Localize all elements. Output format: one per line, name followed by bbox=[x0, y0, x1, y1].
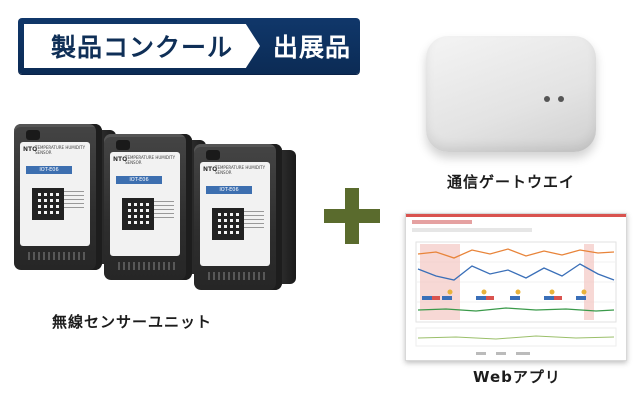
sensor-title: TEMPERATURE HUMIDITY SENSOR bbox=[125, 155, 176, 165]
qr-code-icon bbox=[212, 208, 244, 240]
sensor-label: NTO TEMPERATURE HUMIDITY SENSOR IOT-E06 bbox=[20, 142, 90, 246]
sensor-title: TEMPERATURE HUMIDITY SENSOR bbox=[35, 145, 86, 155]
webapp-screenshot bbox=[405, 213, 627, 361]
sensor-model: IOT-E06 bbox=[206, 186, 252, 194]
sensor-label: NTO TEMPERATURE HUMIDITY SENSOR IOT-E06 bbox=[110, 152, 180, 256]
sensor-model: IOT-E06 bbox=[116, 176, 162, 184]
sensor-model: IOT-E06 bbox=[26, 166, 72, 174]
sensor-unit-3: NTO TEMPERATURE HUMIDITY SENSOR IOT-E06 bbox=[194, 144, 296, 290]
banner-right-text: 出展品 bbox=[272, 33, 351, 62]
banner-left-panel: 製品コンクール bbox=[24, 24, 260, 68]
qr-code-icon bbox=[32, 188, 64, 220]
webapp-chart-graphic bbox=[412, 228, 617, 355]
sensors-caption: 無線センサーユニット bbox=[52, 313, 213, 331]
webapp-caption: Webアプリ bbox=[473, 368, 561, 386]
sensor-label: NTO TEMPERATURE HUMIDITY SENSOR IOT-E06 bbox=[200, 162, 270, 266]
gateway-caption: 通信ゲートウエイ bbox=[447, 173, 576, 191]
qr-code-icon bbox=[122, 198, 154, 230]
banner-left-text: 製品コンクール bbox=[50, 33, 233, 62]
sensor-brand-logo: NTO bbox=[113, 156, 128, 163]
banner-right-panel: 出展品 bbox=[270, 24, 354, 68]
sensor-unit-2: NTO TEMPERATURE HUMIDITY SENSOR IOT-E06 bbox=[104, 134, 206, 280]
sensor-brand-logo: NTO bbox=[23, 146, 38, 153]
banner: 製品コンクール 出展品 bbox=[18, 18, 360, 74]
plus-icon-bar bbox=[324, 209, 380, 223]
gateway-device bbox=[426, 36, 596, 152]
sensor-brand-logo: NTO bbox=[203, 166, 218, 173]
sensor-unit-1: NTO TEMPERATURE HUMIDITY SENSOR IOT-E06 bbox=[14, 124, 116, 270]
sensor-title: TEMPERATURE HUMIDITY SENSOR bbox=[215, 165, 266, 175]
